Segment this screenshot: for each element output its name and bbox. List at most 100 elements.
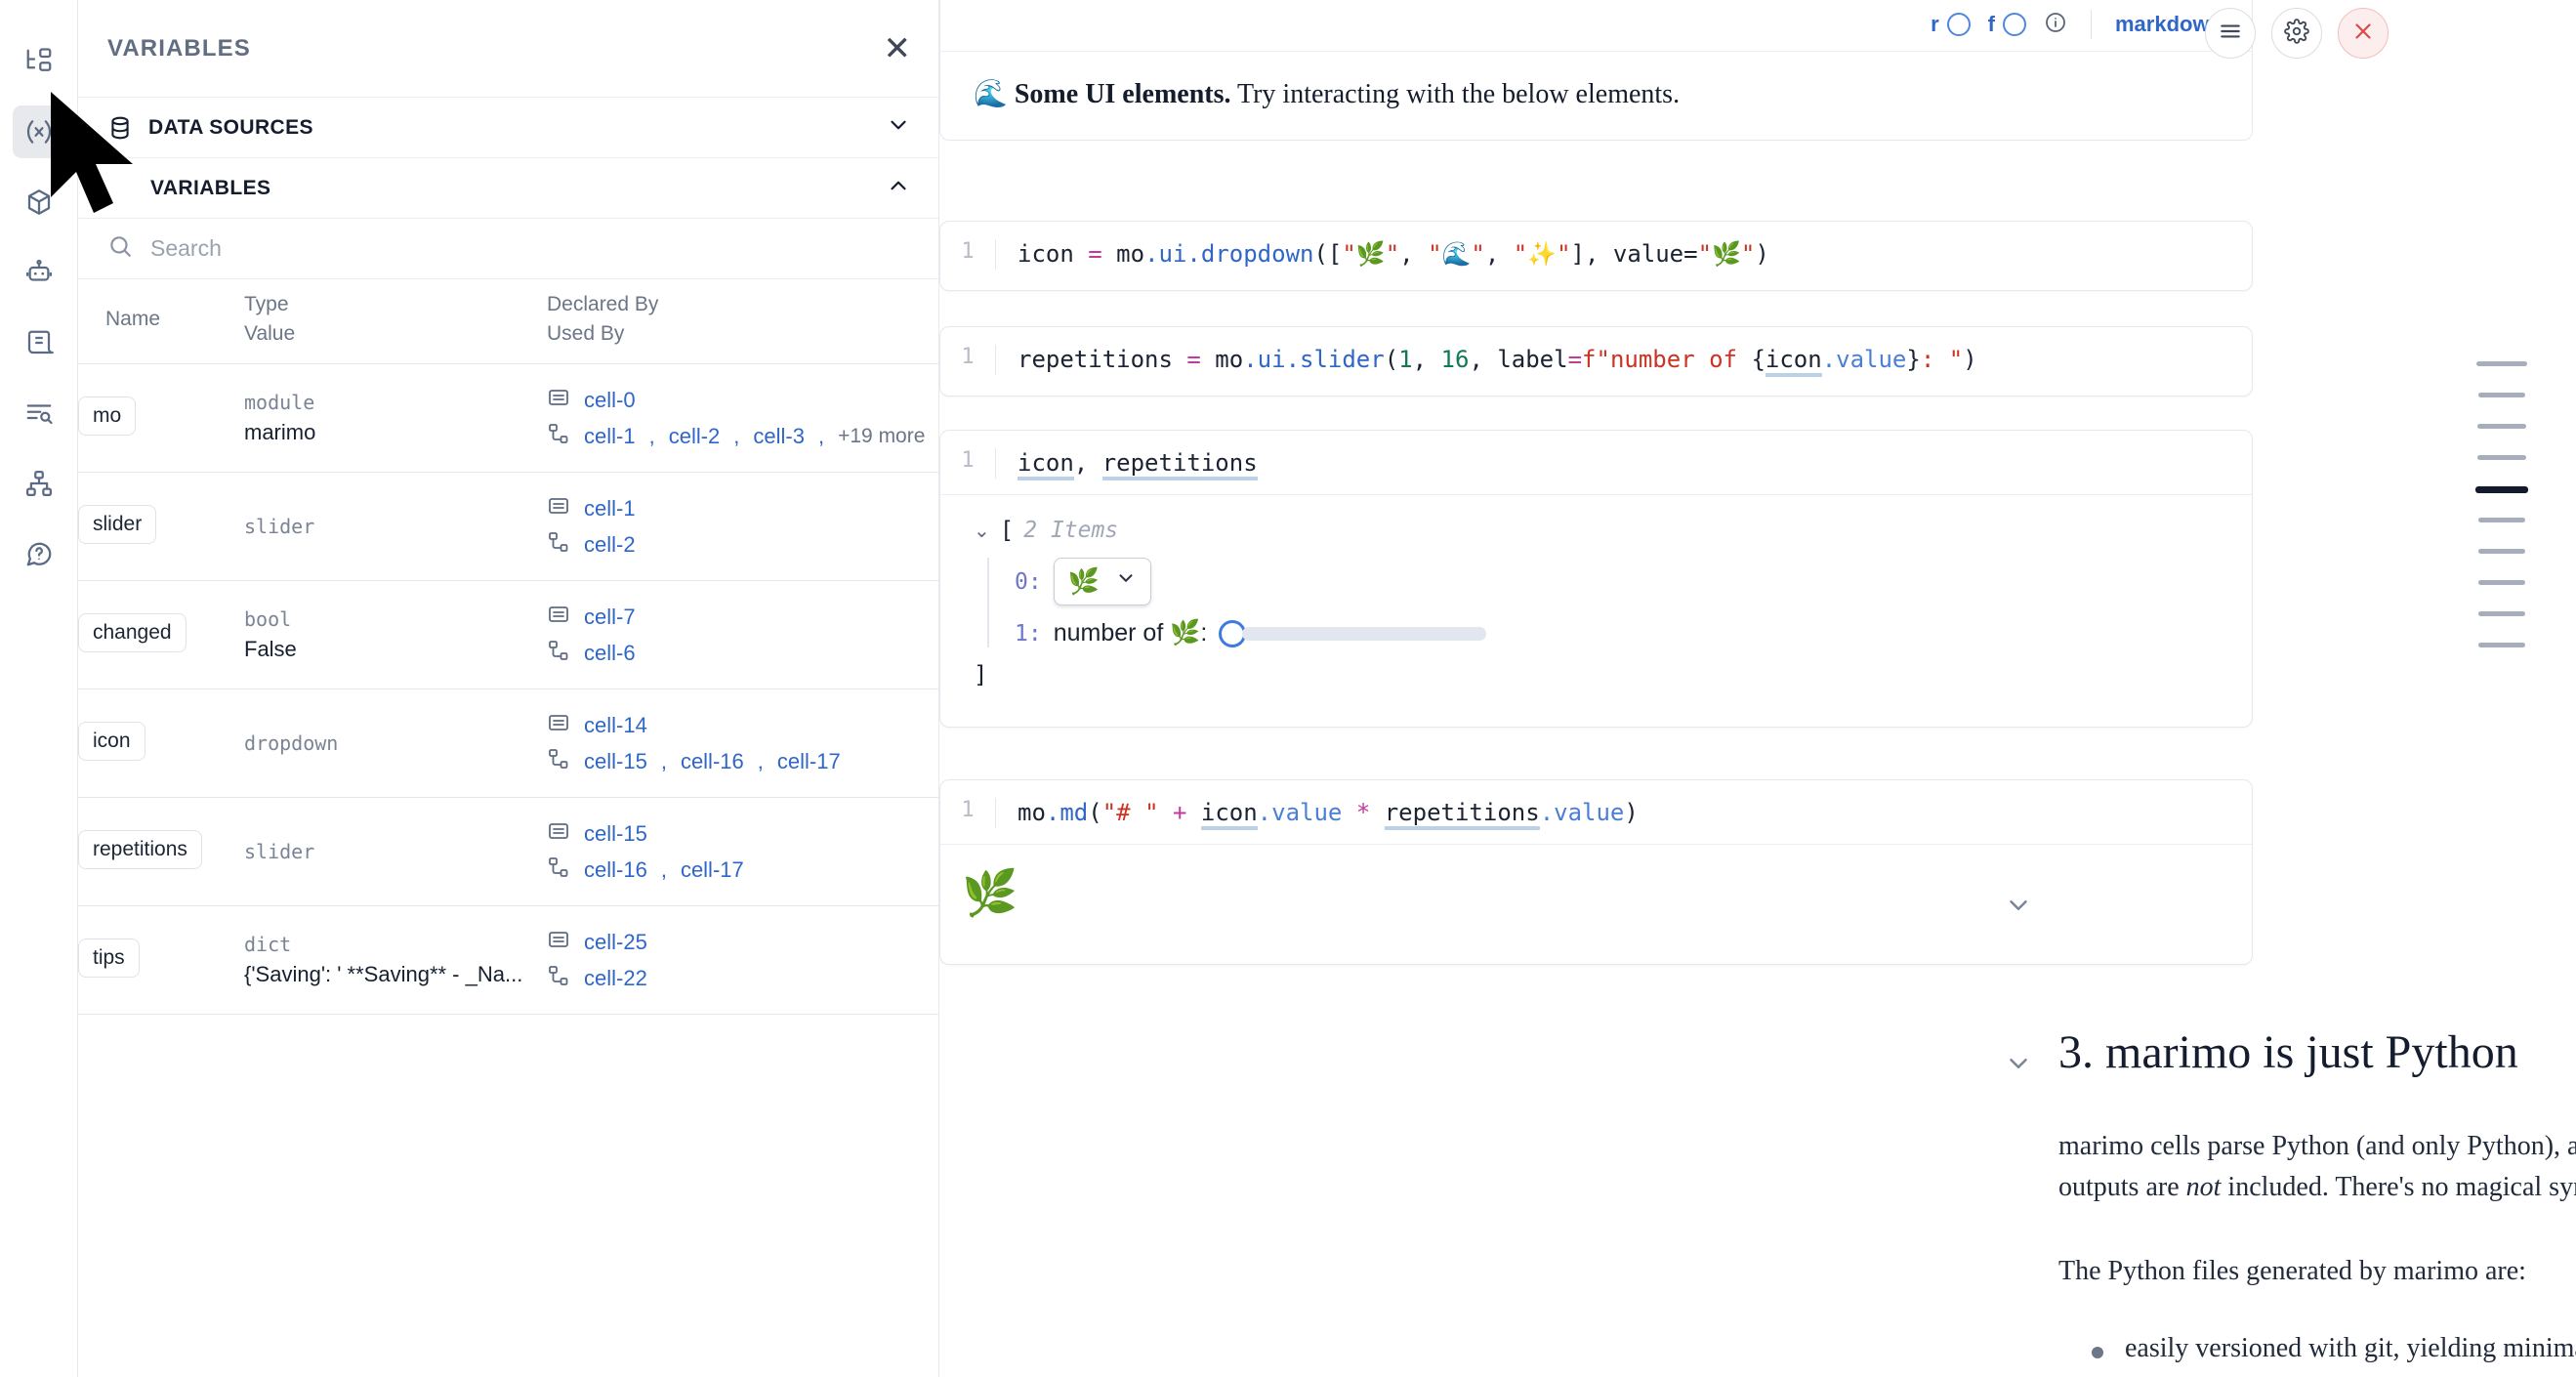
separator: ,: [817, 423, 825, 448]
slider-thumb[interactable]: [1219, 619, 1247, 647]
cell-md-output[interactable]: 1 mo.md("# " + icon.value * repetitions.…: [939, 779, 2253, 965]
sidebar-item-logs[interactable]: [13, 387, 65, 439]
cell-delete-button[interactable]: [2338, 8, 2389, 59]
sidebar-item-dependency-graph[interactable]: [13, 457, 65, 510]
declared-by-line: cell-1: [547, 494, 938, 522]
used-by-link[interactable]: cell-2: [668, 423, 721, 448]
declared-by-link[interactable]: cell-14: [584, 712, 647, 737]
minimap-mark[interactable]: [2478, 518, 2525, 522]
declared-by-line: cell-15: [547, 819, 938, 848]
variable-name-pill[interactable]: mo: [78, 396, 137, 436]
variable-name-pill[interactable]: changed: [78, 612, 187, 652]
code-text[interactable]: icon, repetitions: [995, 448, 1258, 480]
reactive-toggle[interactable]: r: [1931, 12, 1971, 37]
collapse-chevron-section[interactable]: [2004, 1049, 2033, 1078]
cell-icon-dropdown[interactable]: 1 icon = mo.ui.dropdown(["🌿", "🌊", "✨"],…: [939, 221, 2253, 291]
cell-repetitions-slider[interactable]: 1 repetitions = mo.ui.slider(1, 16, labe…: [939, 326, 2253, 396]
cell-settings-button[interactable]: [2271, 8, 2322, 59]
chevron-down-icon[interactable]: ⌄: [974, 520, 990, 542]
section-data-sources[interactable]: DATA SOURCES: [78, 98, 938, 158]
slider-track[interactable]: [1242, 626, 1487, 641]
variables-panel: VARIABLES ✕ DATA SOURCES VARIABLES: [78, 0, 939, 1377]
more-refs-label[interactable]: +19 more: [838, 424, 926, 447]
code-text[interactable]: mo.md("# " + icon.value * repetitions.va…: [995, 798, 1639, 830]
variable-refs-cell: cell-1 cell-2: [547, 472, 938, 581]
code-text[interactable]: icon = mo.ui.dropdown(["🌿", "🌊", "✨"], v…: [995, 239, 1769, 271]
section-paragraph-1: marimo cells parse Python (and only Pyth…: [2058, 1126, 2576, 1208]
declared-by-link[interactable]: cell-25: [584, 929, 647, 954]
sidebar-item-variables[interactable]: [12, 105, 65, 158]
used-by-link[interactable]: cell-3: [753, 423, 805, 448]
used-by-link[interactable]: cell-17: [776, 748, 841, 773]
minimap-mark[interactable]: [2478, 580, 2525, 585]
section-variables[interactable]: VARIABLES: [78, 158, 938, 219]
cell-icon: [547, 928, 570, 956]
variable-refs-cell: cell-7 cell-6: [547, 580, 938, 689]
tree-header[interactable]: ⌄ [ 2 Items: [974, 517, 2219, 544]
collapse-chevron-md[interactable]: [2004, 891, 2033, 920]
minimap-mark[interactable]: [2478, 611, 2525, 616]
info-icon[interactable]: [2044, 11, 2067, 39]
chevron-down-icon[interactable]: [886, 112, 911, 143]
minimap-mark[interactable]: [2476, 361, 2527, 366]
dropdown-widget[interactable]: 🌿: [1053, 558, 1152, 606]
used-by-link[interactable]: cell-16: [680, 748, 744, 773]
variable-name-pill[interactable]: icon: [78, 721, 145, 761]
sidebar-item-file-tree[interactable]: [13, 35, 65, 88]
used-by-link[interactable]: cell-2: [584, 531, 636, 557]
variable-name-pill[interactable]: tips: [78, 938, 140, 978]
used-by-link[interactable]: cell-1: [584, 423, 636, 448]
close-bracket: ]: [974, 661, 988, 689]
cell-menu-button[interactable]: [2205, 8, 2256, 59]
minimap-mark[interactable]: [2478, 643, 2525, 647]
code-text[interactable]: repetitions = mo.ui.slider(1, 16, label=…: [995, 345, 1977, 377]
minimap-mark-active[interactable]: [2475, 486, 2528, 493]
close-icon[interactable]: ✕: [883, 29, 912, 67]
list-item-label: easily versioned with git, yielding mini…: [2125, 1333, 2576, 1363]
declared-by-link[interactable]: cell-1: [584, 495, 636, 521]
cell-markdown-ui-elements[interactable]: 1 """🌊 Some UI elements.""" Try interact…: [939, 0, 2253, 141]
link-icon: [547, 422, 570, 450]
variable-type: dropdown: [244, 731, 339, 755]
chevron-up-icon[interactable]: [886, 173, 911, 203]
variable-name-pill[interactable]: slider: [78, 504, 157, 544]
slider-widget[interactable]: [1219, 619, 1487, 647]
used-by-link[interactable]: cell-17: [680, 856, 744, 882]
close-icon: [2350, 19, 2376, 49]
minimap-mark[interactable]: [2478, 549, 2525, 554]
declared-by-link[interactable]: cell-7: [584, 604, 636, 629]
variable-type: dict: [244, 933, 292, 956]
separator: ,: [660, 856, 667, 882]
minimap-mark[interactable]: [2477, 424, 2526, 429]
used-by-link[interactable]: cell-16: [584, 856, 647, 882]
sidebar-item-scratchpad[interactable]: [13, 316, 65, 369]
used-by-link[interactable]: cell-15: [584, 748, 647, 773]
variable-value: False: [244, 637, 297, 661]
sidebar-item-ai-assistant[interactable]: [13, 246, 65, 299]
search-input[interactable]: [150, 235, 911, 262]
declared-by-link[interactable]: cell-15: [584, 820, 647, 846]
used-by-link[interactable]: cell-22: [584, 965, 647, 990]
minimap[interactable]: [2445, 0, 2553, 1377]
sidebar-item-help[interactable]: [13, 527, 65, 580]
declared-by-link[interactable]: cell-0: [584, 387, 636, 412]
variable-value: marimo: [244, 420, 316, 444]
minimap-mark[interactable]: [2477, 455, 2526, 460]
used-by-link[interactable]: cell-6: [584, 640, 636, 665]
minimap-mark[interactable]: [2478, 393, 2525, 397]
cell-icon-repetitions-output[interactable]: 1 icon, repetitions ⌄ [ 2 Items 0:: [939, 430, 2253, 728]
line-number: 1: [961, 448, 975, 473]
sidebar-item-packages[interactable]: [13, 176, 65, 229]
declared-by-line: cell-0: [547, 386, 938, 414]
freeze-toggle[interactable]: f: [1988, 12, 2026, 37]
variable-name-pill[interactable]: repetitions: [78, 829, 202, 869]
declared-by-line: cell-25: [547, 928, 938, 956]
cell-language-label[interactable]: markdown: [2114, 12, 2223, 36]
